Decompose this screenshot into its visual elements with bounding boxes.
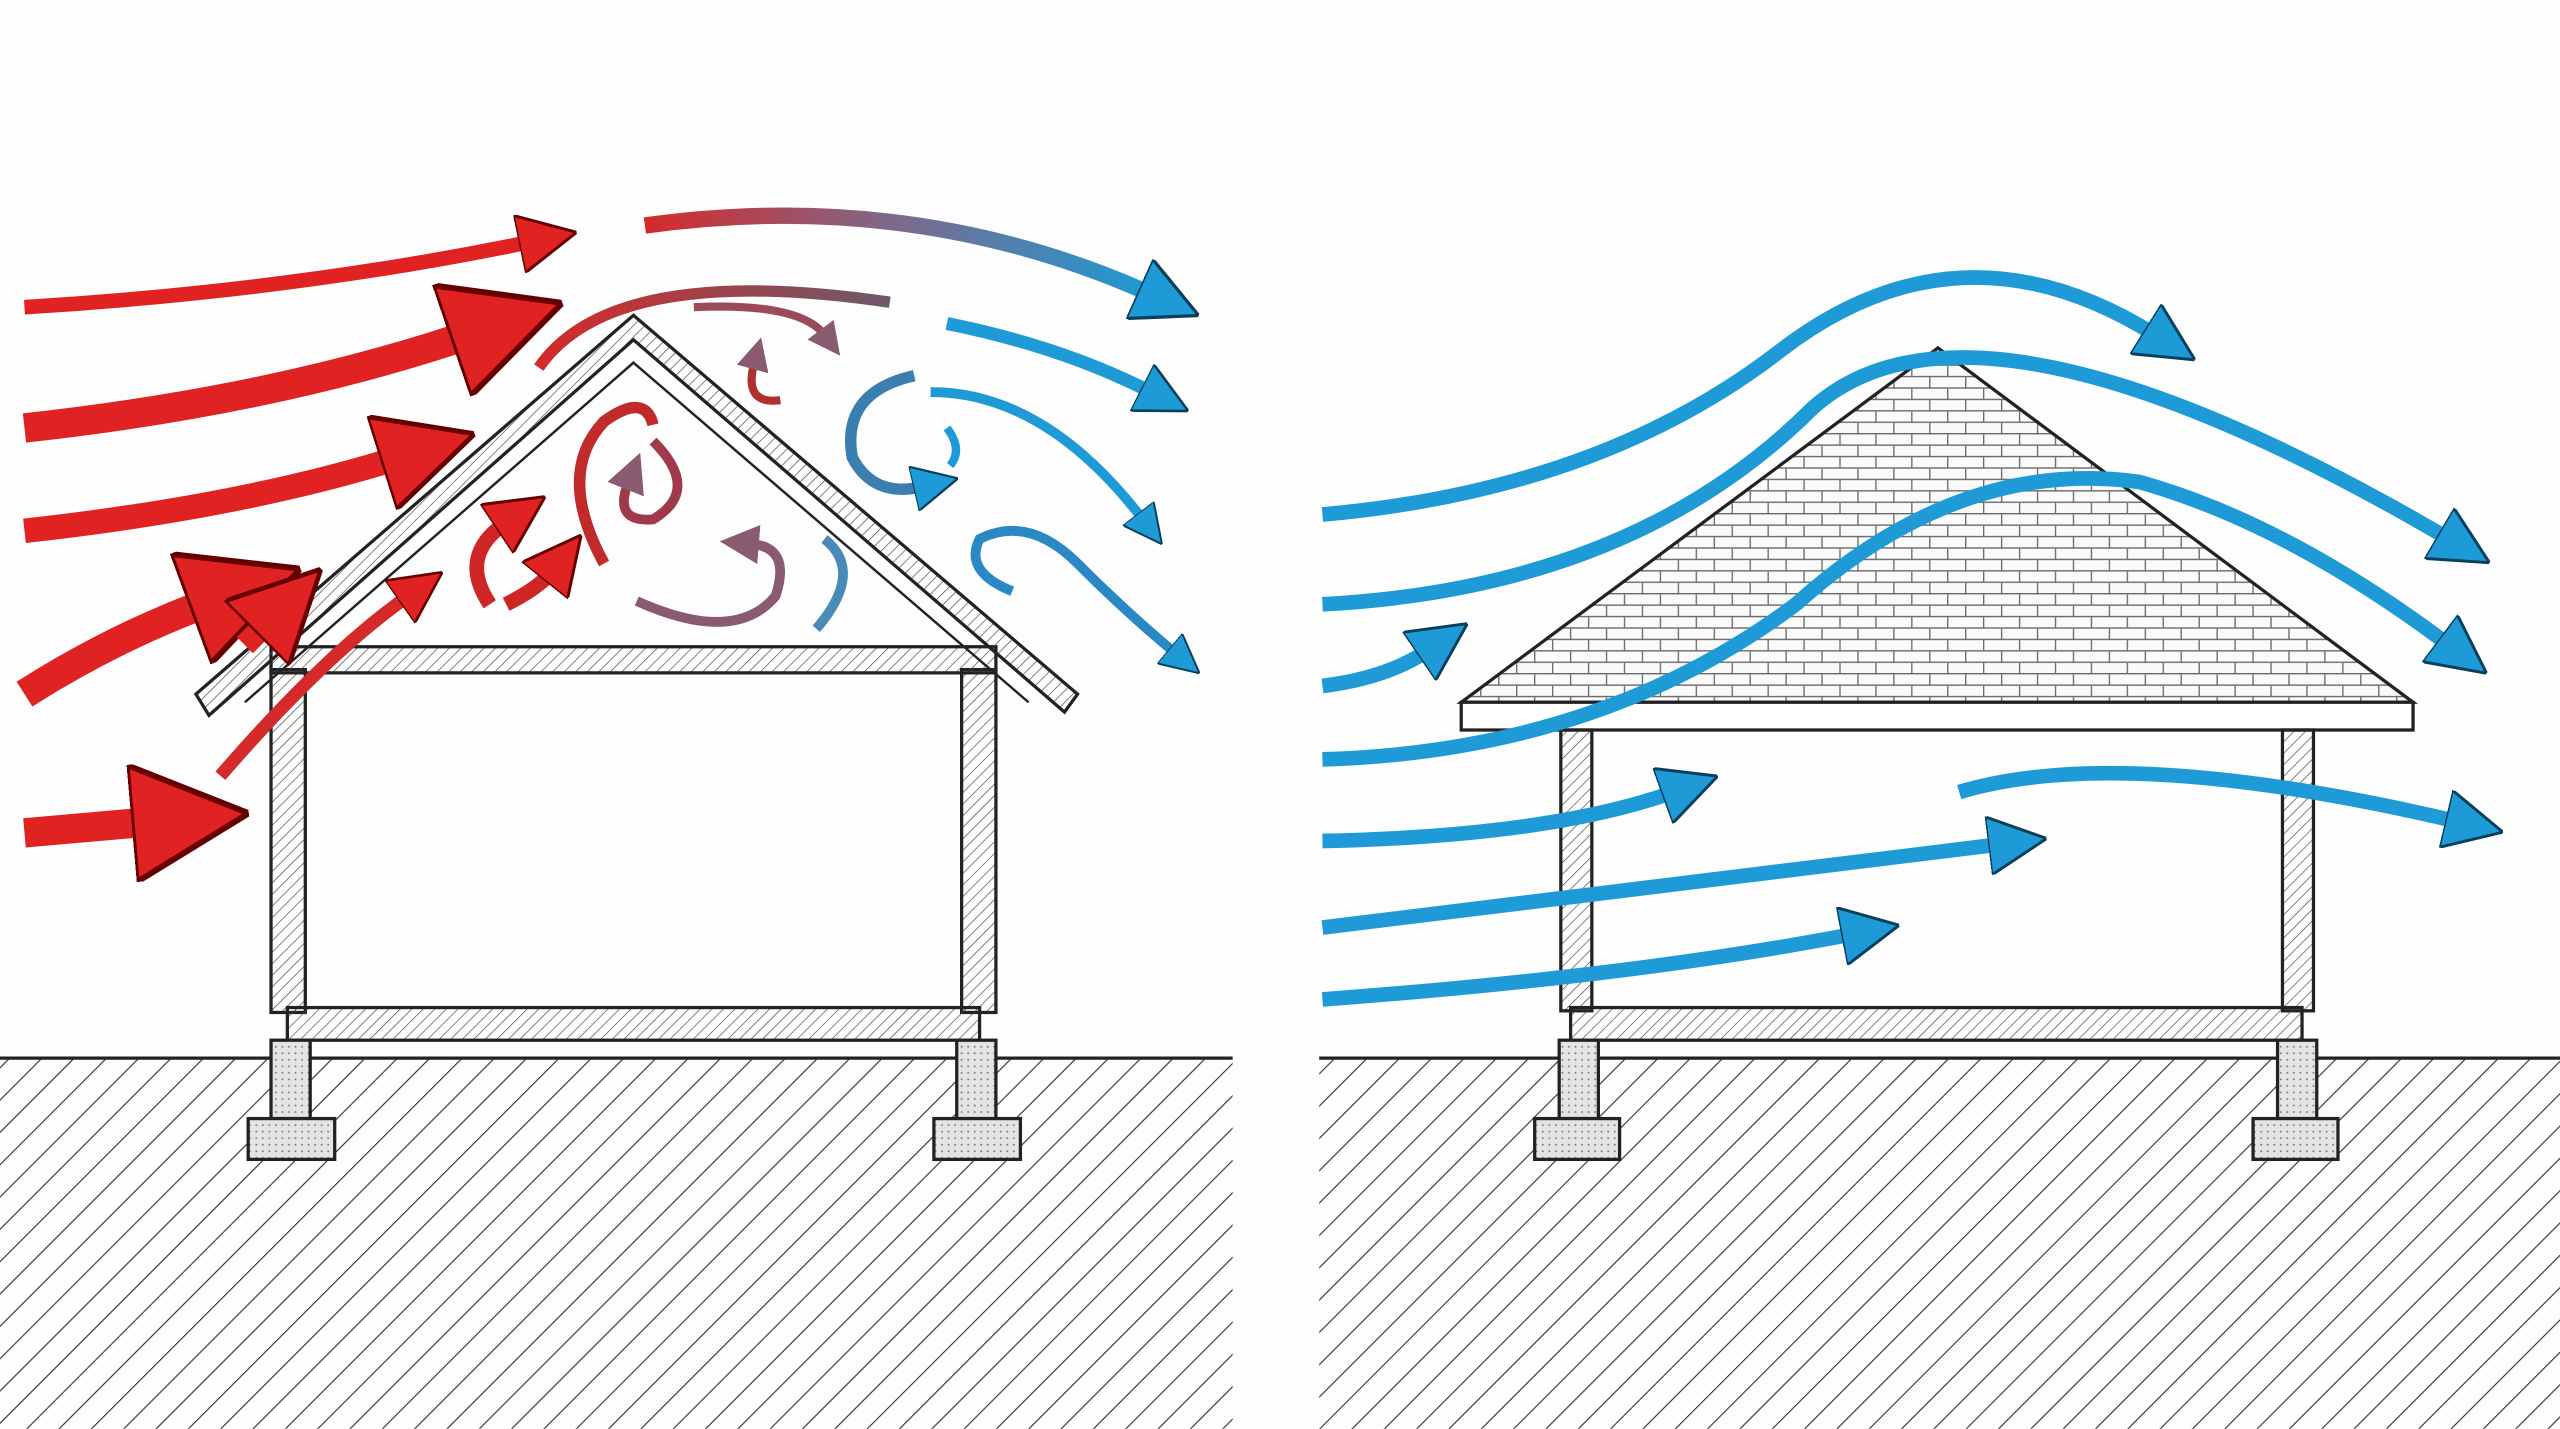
gable-house xyxy=(193,313,1080,1162)
ground-hatch-right xyxy=(1319,1058,2560,1429)
cool-airflow-arrows-left xyxy=(845,317,1176,653)
eddy-arrow-3 xyxy=(574,401,659,567)
left-pier-right xyxy=(1557,1038,1600,1121)
red-arrow-4 xyxy=(16,601,212,707)
right-footing-right xyxy=(2251,1116,2340,1162)
gable-roof xyxy=(193,313,1080,718)
hip-roof-house xyxy=(1456,345,2418,1162)
right-footing xyxy=(932,1116,1023,1162)
red-arrow-2 xyxy=(22,333,473,443)
floor-beam xyxy=(285,1005,982,1042)
red-arrow-5 xyxy=(23,821,155,832)
red-arrow-1 xyxy=(24,242,530,315)
blue-flow-4 xyxy=(1322,471,2449,767)
eddy-arrow-4 xyxy=(607,437,683,525)
right-pier xyxy=(955,1038,998,1121)
blue-flow-6 xyxy=(1321,844,2000,935)
left-pier xyxy=(269,1038,312,1121)
left-footing xyxy=(246,1116,337,1162)
eddy-arrow-2 xyxy=(736,337,781,405)
top-transition-arrow xyxy=(643,207,1151,294)
blue-flow-2 xyxy=(1322,350,2449,612)
smooth-airflow-arrows xyxy=(1321,270,2457,1007)
eddy-arrow-6 xyxy=(502,572,552,611)
blue-arrow-1 xyxy=(945,317,1151,392)
red-arrow-6 xyxy=(215,596,408,781)
floor-beam-right xyxy=(1568,1005,2304,1042)
right-panel xyxy=(1319,270,2560,1429)
blue-arrow-5 xyxy=(970,525,1176,653)
left-footing-right xyxy=(1533,1116,1622,1162)
eddy-arrow-8 xyxy=(812,535,848,632)
right-wall-right-house xyxy=(2280,728,2316,1013)
right-pier-right xyxy=(2275,1038,2319,1121)
blue-arrow-3 xyxy=(930,387,1143,519)
eddy-arrow-5 xyxy=(469,523,506,609)
blue-flow-8 xyxy=(1957,765,2457,821)
right-wall xyxy=(960,667,998,1015)
red-arrow-3 xyxy=(23,457,400,543)
eddy-arrow-1 xyxy=(693,302,841,356)
blue-flow-3 xyxy=(1321,650,1428,694)
roof-skim-arc xyxy=(534,285,891,371)
warm-airflow-arrows xyxy=(16,207,1151,833)
blue-flow-5 xyxy=(1322,792,1673,849)
left-panel xyxy=(0,207,1233,1429)
gable-roof-inner xyxy=(244,361,1030,704)
red-arrow-7 xyxy=(245,621,269,645)
blue-flow-7 xyxy=(1321,934,1853,1007)
ground-hatch xyxy=(0,1058,1233,1429)
ceiling-beam xyxy=(269,645,998,675)
eddy-arrow-7 xyxy=(634,524,785,627)
blue-arrow-2 xyxy=(845,370,923,490)
blue-flow-1 xyxy=(1321,270,2155,522)
left-wall-right-house xyxy=(1559,728,1594,1013)
blue-arrow-4 xyxy=(943,425,960,469)
